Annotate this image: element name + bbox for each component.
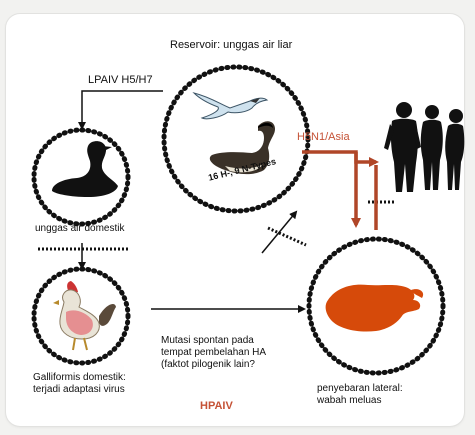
h5n1-arrow-to-humans bbox=[302, 152, 376, 162]
domestic-waterfowl-circle bbox=[34, 130, 128, 224]
chicken-icon bbox=[53, 281, 116, 350]
galliformes-label: Galliformis domestik: terjadi adaptasi v… bbox=[33, 372, 126, 396]
mutation-line-3: (faktot pilogenik lain? bbox=[161, 359, 266, 371]
reservoir-label: Reservoir: unggas air liar bbox=[170, 39, 292, 51]
lateral-spread-line-2: wabah meluas bbox=[317, 395, 403, 407]
h5n1-label: H5N1/Asia bbox=[297, 131, 350, 143]
diagonal-barrier bbox=[268, 228, 306, 245]
human-silhouettes-icon bbox=[384, 102, 464, 192]
lung-organ-icon bbox=[326, 285, 424, 332]
mutation-line-2: tempat pembelahan HA bbox=[161, 347, 266, 359]
spread-to-reservoir-arrow bbox=[262, 212, 296, 253]
lpaiv-label: LPAIV H5/H7 bbox=[88, 74, 153, 86]
mutation-label: Mutasi spontan pada tempat pembelahan HA… bbox=[161, 335, 266, 371]
galliformes-line-1: Galliformis domestik: bbox=[33, 372, 126, 384]
reservoir-circle bbox=[164, 67, 308, 211]
galliformes-line-2: terjadi adaptasi virus bbox=[33, 384, 126, 396]
lpaiv-arrow bbox=[82, 91, 163, 128]
hpaiv-label: HPAIV bbox=[200, 400, 233, 412]
duck-silhouette-icon bbox=[52, 141, 118, 197]
mutation-line-1: Mutasi spontan pada bbox=[161, 335, 266, 347]
lateral-spread-label: penyebaran lateral: wabah meluas bbox=[317, 383, 403, 407]
lateral-spread-line-1: penyebaran lateral: bbox=[317, 383, 403, 395]
domestic-waterfowl-label: unggas air domestik bbox=[35, 223, 125, 235]
